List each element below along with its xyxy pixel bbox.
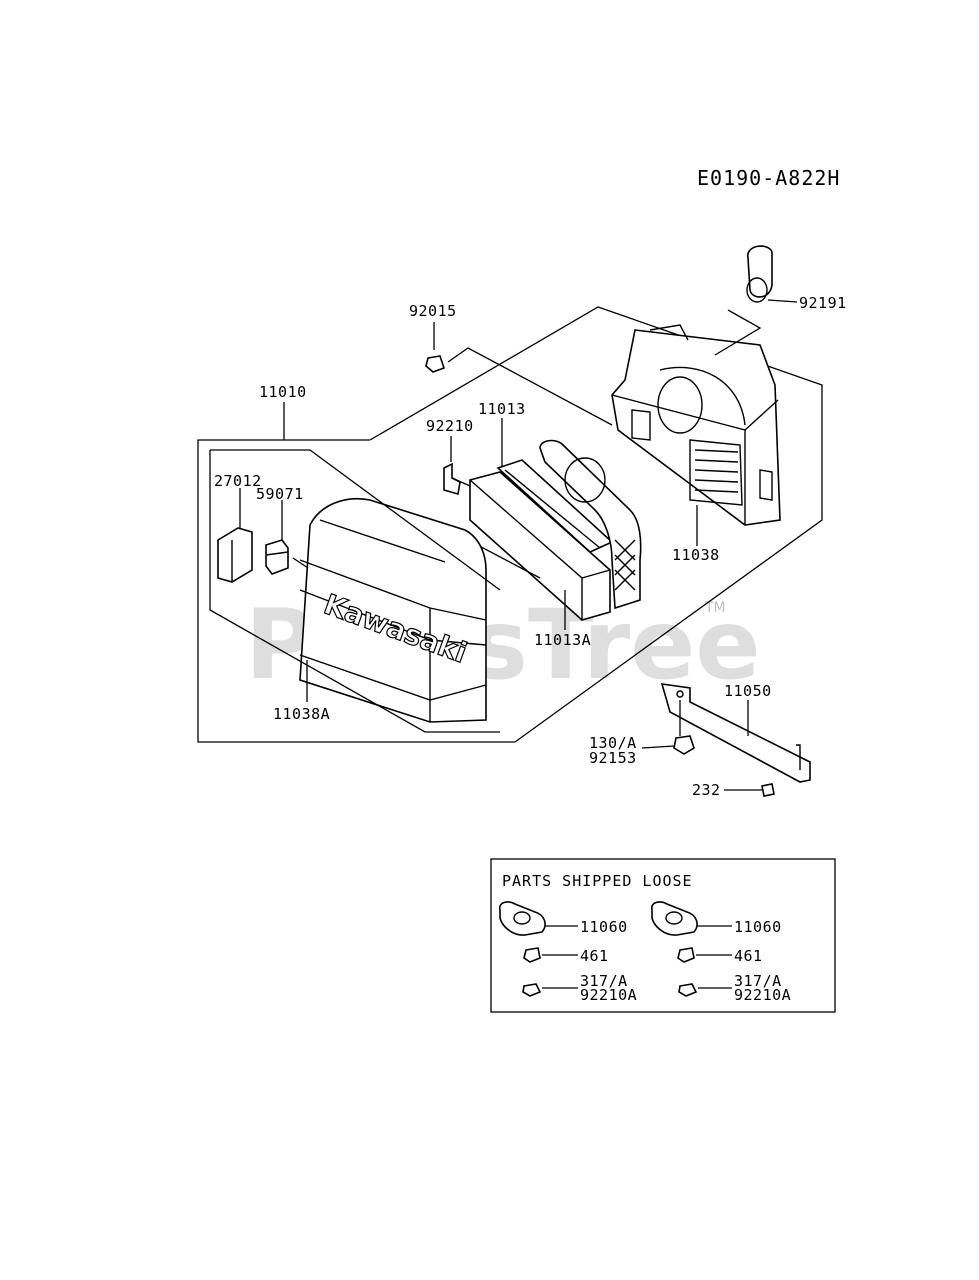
label-232: 232 bbox=[692, 781, 721, 799]
clip-part bbox=[746, 245, 773, 303]
cover: Kawasaki bbox=[299, 498, 487, 723]
loose-parts-title: PARTS SHIPPED LOOSE bbox=[502, 872, 693, 890]
label-11013A: 11013A bbox=[534, 631, 591, 649]
filter-element bbox=[469, 439, 642, 621]
cover-outline-bottom bbox=[209, 450, 500, 733]
diagram-code: E0190-A822H bbox=[697, 166, 840, 190]
label-27012: 27012 bbox=[214, 472, 262, 490]
wing-nut bbox=[443, 462, 471, 496]
label-92153: 92153 bbox=[589, 749, 637, 767]
spring-part bbox=[265, 539, 289, 575]
label-92015: 92015 bbox=[409, 302, 457, 320]
back-housing bbox=[611, 324, 781, 526]
label-11010: 11010 bbox=[259, 383, 307, 401]
label-11013: 11013 bbox=[478, 400, 526, 418]
label-92191: 92191 bbox=[799, 294, 847, 312]
loose-parts-box bbox=[490, 858, 836, 1013]
label-11038: 11038 bbox=[672, 546, 720, 564]
bracket-part bbox=[660, 683, 811, 783]
leader-130A bbox=[641, 745, 675, 749]
label-92210: 92210 bbox=[426, 417, 474, 435]
loose-right-cap: 92210A bbox=[734, 986, 791, 1004]
leader-92191 bbox=[767, 299, 798, 303]
label-11050: 11050 bbox=[724, 682, 772, 700]
label-59071: 59071 bbox=[256, 485, 304, 503]
label-130A: 130/A bbox=[589, 734, 637, 752]
label-11038A: 11038A bbox=[273, 705, 330, 723]
nut-part bbox=[425, 355, 446, 373]
loose-right-gasket: 11060 bbox=[734, 918, 782, 936]
leader-92015-stud bbox=[447, 347, 613, 426]
loose-left-cap: 92210A bbox=[580, 986, 637, 1004]
bolt-part bbox=[673, 735, 695, 755]
loose-left-group bbox=[498, 901, 578, 997]
loose-left-gasket: 11060 bbox=[580, 918, 628, 936]
leader-spring-link bbox=[292, 557, 309, 569]
leader-92191-dash bbox=[714, 309, 762, 356]
assembly-outline bbox=[197, 306, 823, 743]
screw-part bbox=[761, 783, 775, 797]
loose-right-group bbox=[650, 901, 732, 997]
latch-part bbox=[217, 527, 253, 583]
loose-right-ref: 317/A bbox=[734, 972, 782, 990]
trademark: TM bbox=[704, 600, 726, 616]
cover-outline-top bbox=[210, 449, 501, 591]
loose-right-nut: 461 bbox=[734, 947, 763, 965]
loose-left-nut: 461 bbox=[580, 947, 609, 965]
loose-left-ref: 317/A bbox=[580, 972, 628, 990]
